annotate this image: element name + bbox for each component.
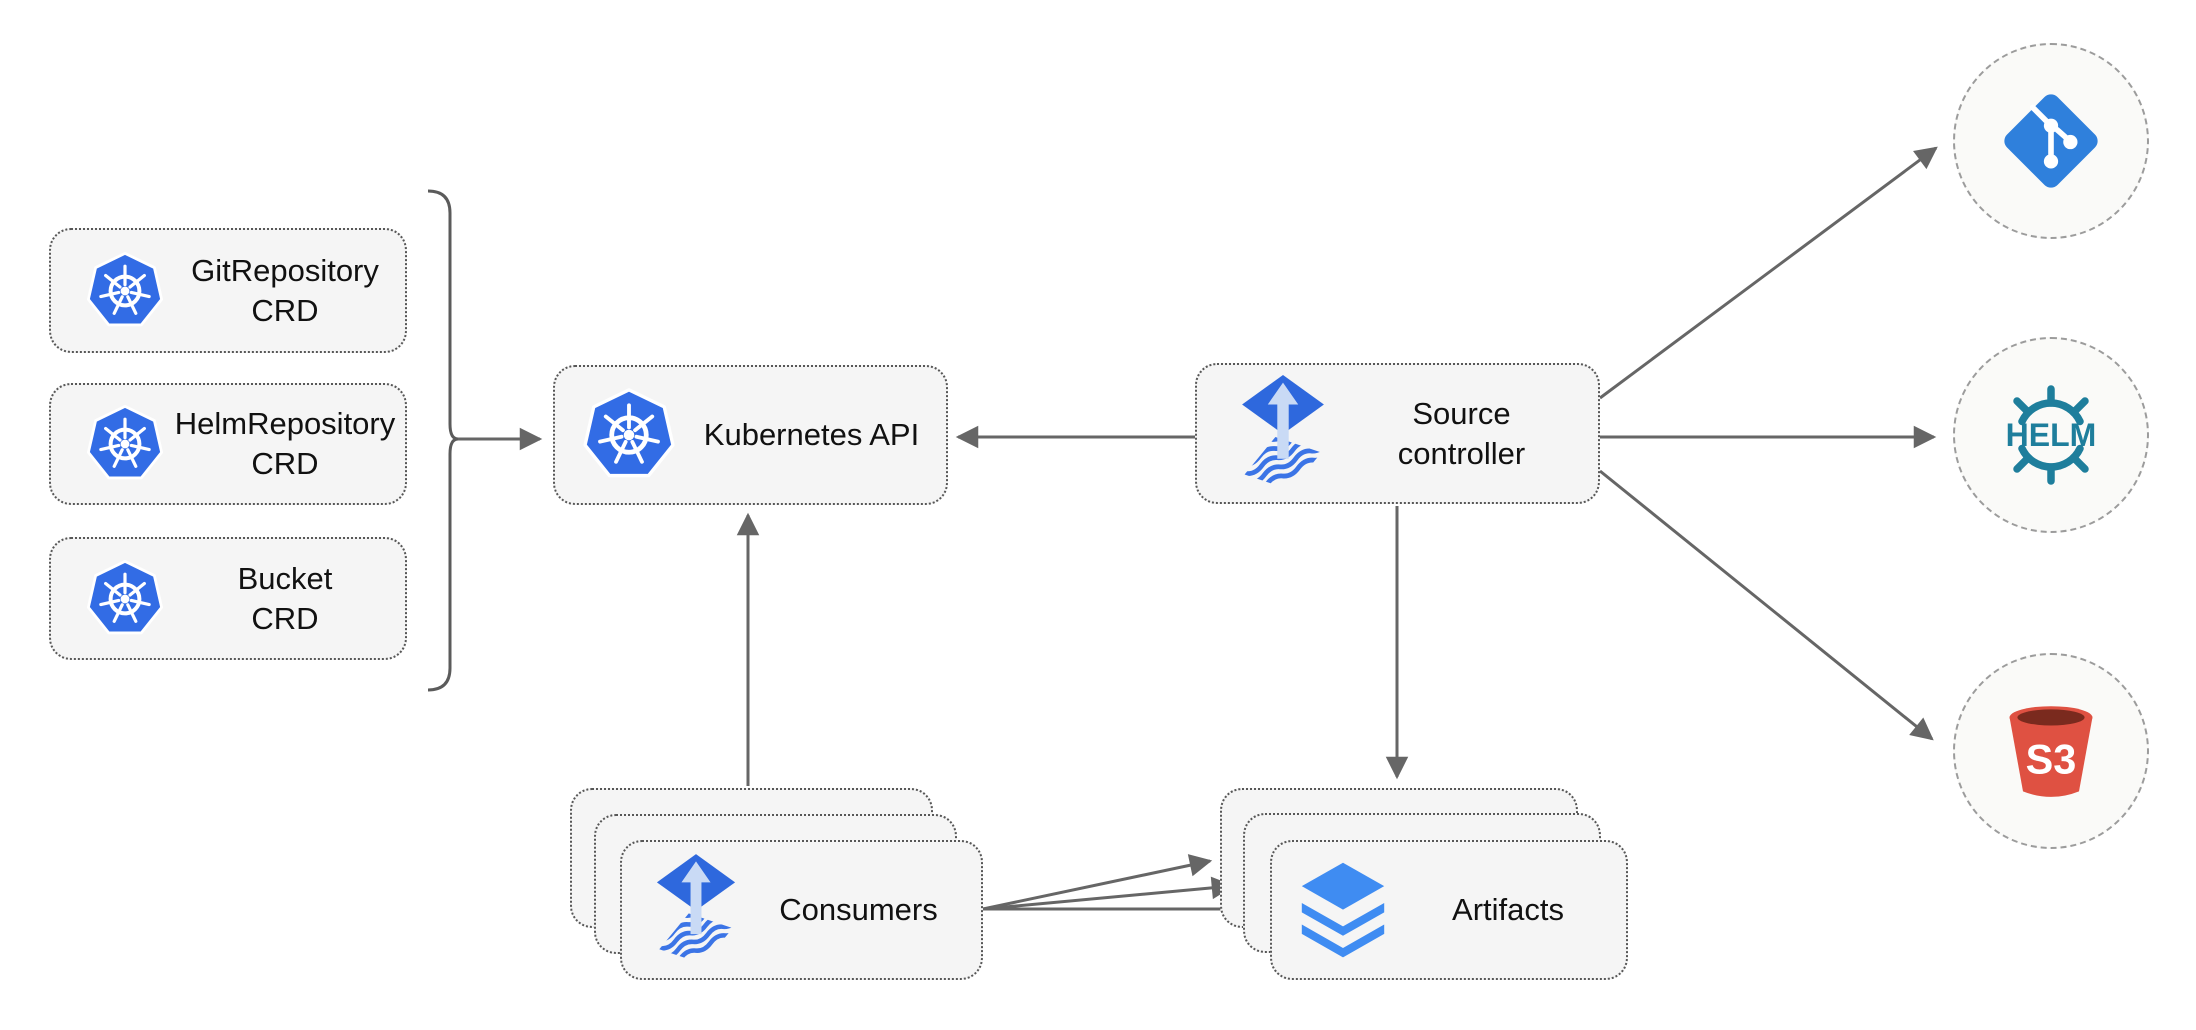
node-label: Source controller: [1325, 394, 1598, 474]
label-line2: controller: [1397, 435, 1526, 471]
flux-icon: [1241, 375, 1325, 493]
s3-icon: S3: [2009, 706, 2093, 797]
label-line1: Bucket: [237, 560, 333, 596]
node-label: HelmRepository CRD: [165, 404, 405, 484]
node-gitrepository-crd: GitRepository CRD: [49, 228, 407, 353]
node-artifacts: Artifacts: [1270, 840, 1628, 980]
edge-source-to-s3: [1599, 469, 1934, 741]
kubernetes-icon: [581, 387, 677, 483]
node-consumers: Consumers: [620, 840, 983, 980]
node-bucket-crd: Bucket CRD: [49, 537, 407, 660]
layers-icon: [1296, 859, 1390, 962]
helm-icon: HELM: [2006, 385, 2097, 485]
kubernetes-icon: [85, 559, 165, 639]
git-icon: [1998, 88, 2104, 194]
kubernetes-icon: [85, 251, 165, 331]
label-line2: CRD: [251, 446, 319, 481]
node-source-controller: Source controller: [1195, 363, 1600, 504]
kubernetes-icon: [85, 404, 165, 484]
label-line1: Source: [1412, 395, 1511, 431]
helm-label: HELM: [2006, 417, 2097, 453]
node-helmrepository-crd: HelmRepository CRD: [49, 383, 407, 505]
node-git-repository-circle: [1953, 43, 2149, 239]
edge-consumers-to-artifacts-1: [982, 854, 1213, 911]
node-label: GitRepository CRD: [165, 251, 405, 331]
label-line1: HelmRepository: [174, 406, 396, 441]
node-consumers-stack: Consumers: [570, 788, 983, 980]
node-label: Consumers: [779, 892, 938, 927]
node-helm-registry-circle: HELM: [1953, 337, 2149, 533]
flux-icon: [656, 854, 736, 967]
label-line2: CRD: [251, 292, 319, 328]
edge-source-to-git: [1599, 146, 1938, 400]
node-s3-bucket-circle: S3: [1953, 653, 2149, 849]
s3-label: S3: [2026, 735, 2077, 782]
label-line1: GitRepository: [191, 252, 379, 288]
node-kubernetes-api: Kubernetes API: [553, 365, 948, 505]
edge-consumers-to-artifacts-2: [982, 876, 1235, 911]
node-label: Bucket CRD: [165, 559, 405, 639]
label-line2: CRD: [251, 600, 319, 636]
crd-group-bracket: [427, 189, 459, 692]
node-label: Artifacts: [1452, 892, 1564, 927]
node-label: Kubernetes API: [703, 417, 920, 452]
node-artifacts-stack: Artifacts: [1220, 788, 1628, 980]
